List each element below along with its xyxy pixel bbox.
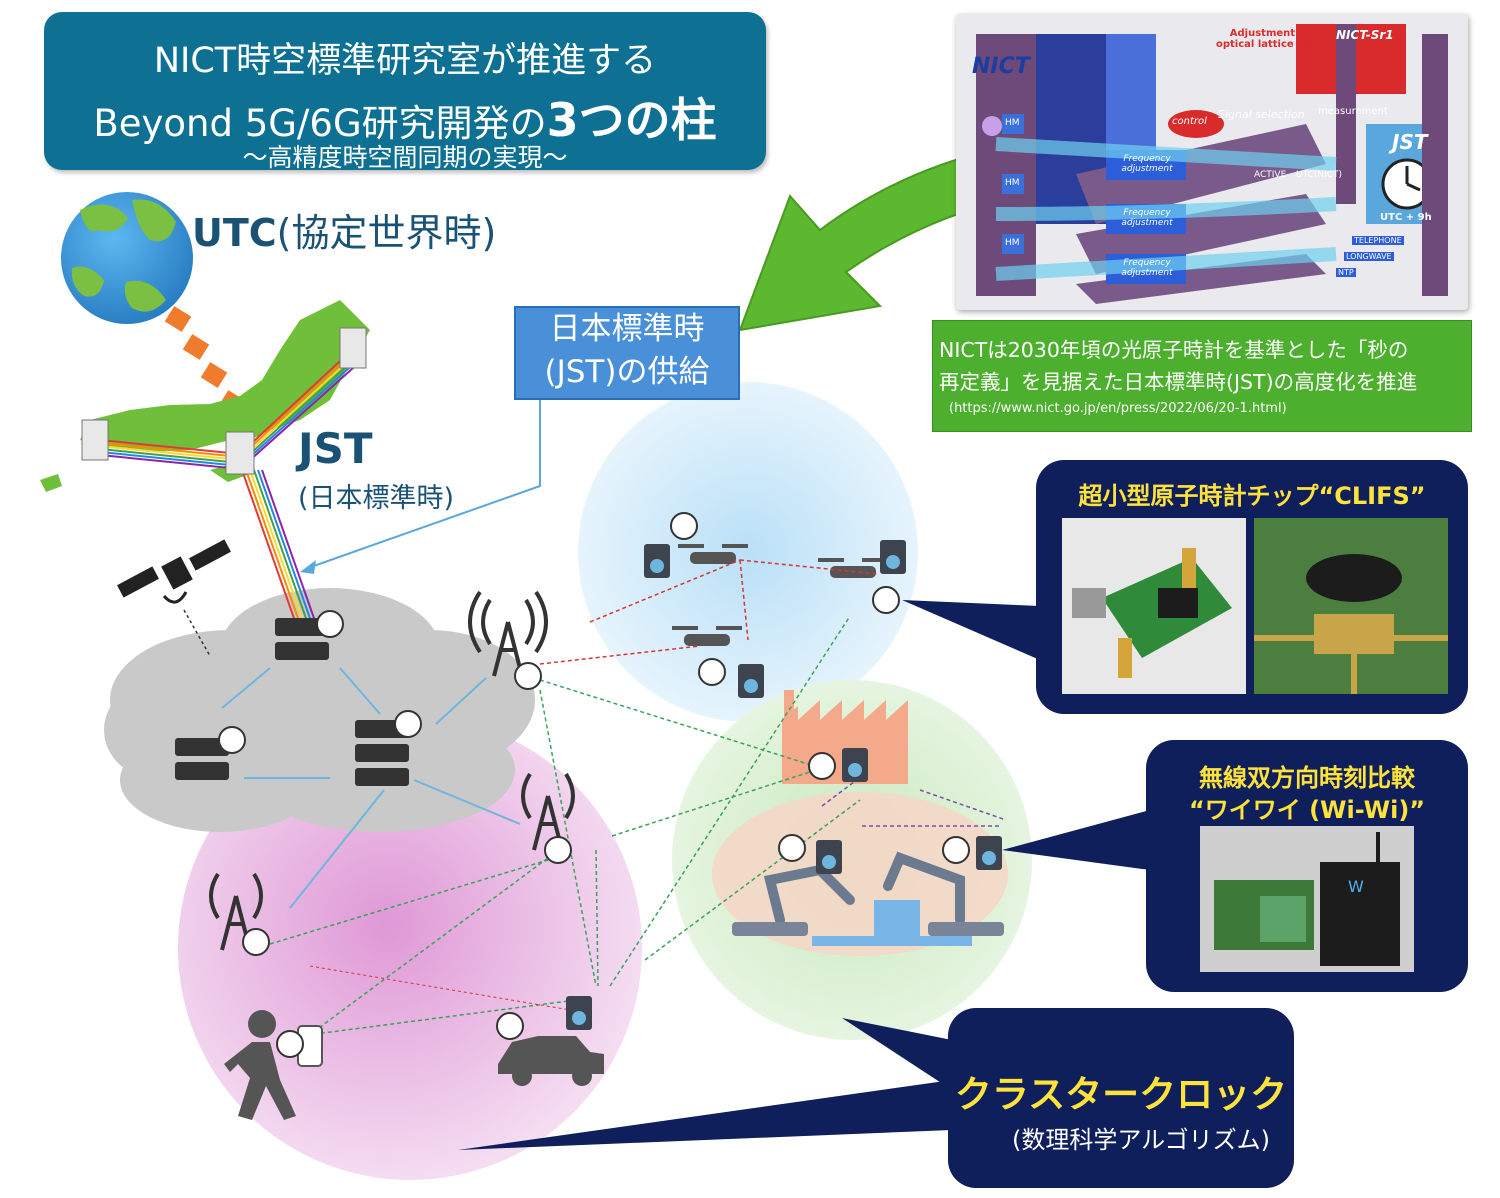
clifs-chip-photo — [1254, 518, 1448, 694]
green-arrow — [738, 146, 1008, 332]
jst-diagram-label: JST — [1392, 130, 1428, 154]
title-line2-prefix: Beyond 5G/6G研究開発の — [93, 102, 547, 145]
server-rack-icon — [175, 618, 409, 786]
srclock-label: NICT-Sr1 — [1336, 28, 1394, 42]
cluster-subtitle: (数理科学アルゴリズム) — [1011, 1126, 1270, 1154]
drone-icon — [672, 544, 888, 646]
jst-abbr: JST — [298, 424, 373, 473]
wiwi-title-line2: “ワイワイ (Wi-Wi)” — [1188, 796, 1426, 824]
cloud-links — [221, 667, 521, 909]
supply-line1: 日本標準時 — [549, 311, 705, 347]
utc-nict-label: UTC(NICT) — [1296, 170, 1343, 180]
cluster-callout-tail-2 — [842, 1018, 952, 1090]
svg-text:W: W — [1348, 877, 1364, 896]
factory-internal-links — [821, 781, 1007, 827]
service-longwave: LONGWAVE — [1344, 252, 1394, 261]
utc-abbr: UTC — [192, 211, 277, 255]
clock-offset-label: UTC + 9h — [1380, 212, 1432, 223]
drone-zone — [578, 382, 918, 722]
service-telephone: TELEPHONE — [1352, 236, 1404, 245]
wiwi-callout-tail — [1002, 810, 1150, 870]
clifs-board-photo — [1062, 518, 1246, 694]
signal-selection-label: Signal selection — [1218, 108, 1305, 121]
cluster-clock-callout: クラスタークロック (数理科学アルゴリズム) — [948, 1008, 1294, 1188]
freq-adj-1: Frequency adjustment — [1121, 154, 1173, 174]
wiwi-device-icon — [566, 540, 1002, 1030]
satellite-icon — [117, 539, 231, 604]
globe-icon — [61, 192, 193, 324]
clock-icon — [218, 512, 970, 1058]
jst-supply-box: 日本標準時 (JST)の供給 — [514, 306, 740, 400]
clifs-callout: 超小型原子時計チップ“CLIFS” — [1036, 460, 1468, 714]
title-line2: Beyond 5G/6G研究開発の3つの柱 — [44, 84, 766, 150]
measurement-label: measurement — [1318, 106, 1388, 117]
mobile-links — [309, 965, 571, 1011]
clifs-callout-tail — [902, 600, 1040, 660]
factory-floor — [712, 792, 1008, 956]
nict-logo: NICT — [972, 54, 1030, 79]
robot-arm-icon — [763, 851, 965, 925]
nict-caption-url: (https://www.nict.go.jp/en/press/2022/06… — [949, 401, 1287, 416]
car-icon — [498, 1036, 604, 1086]
title-line3: ～高精度時空間同期の実現～ — [242, 143, 568, 172]
wiwi-title-line1: 無線双方向時刻比較 — [1199, 764, 1415, 792]
cluster-title: クラスタークロック — [954, 1073, 1288, 1116]
active-label: ACTIVE — [1254, 170, 1287, 180]
freq-adj-2: Frequency adjustment — [1121, 208, 1173, 228]
title-line1: NICT時空標準研究室が推進する — [153, 41, 657, 81]
wiwi-device-photo: W — [1200, 826, 1414, 972]
factory-links — [269, 615, 861, 1037]
utc-name: (協定世界時) — [276, 211, 497, 255]
hm-label-2: HM — [1005, 178, 1020, 188]
utc-label: UTC(協定世界時) — [192, 202, 496, 257]
nict-system-diagram: NICT Adjustment by optical lattice clock… — [956, 14, 1468, 310]
service-ntp: NTP — [1336, 268, 1356, 277]
server-icon — [81, 327, 367, 475]
freq-adj-3: Frequency adjustment — [1121, 258, 1173, 278]
nict-caption-line2: 再定義」を見据えた日本標準時(JST)の高度化を推進 — [939, 370, 1418, 394]
nict-diagram-svg — [976, 24, 1448, 304]
title-emphasis: 3つの柱 — [546, 93, 717, 147]
nict-caption-box: NICTは2030年頃の光原子時計を基準とした「秒の 再定義」を見据えた日本標準… — [932, 320, 1472, 432]
lattice-label: Adjustment by optical lattice clock — [1216, 28, 1326, 50]
hm-label-1: HM — [1005, 118, 1020, 128]
clifs-title: 超小型原子時計チップ“CLIFS” — [1078, 482, 1426, 510]
supply-line2: (JST)の供給 — [544, 354, 710, 390]
drone-links — [539, 559, 879, 665]
nict-caption-line1: NICTは2030年頃の光原子時計を基準とした「秒の — [939, 338, 1409, 362]
control-label: control — [1172, 116, 1207, 127]
jst-name: (日本標準時) — [298, 483, 455, 514]
cluster-callout-tail — [458, 1080, 952, 1150]
wiwi-callout: 無線双方向時刻比較 “ワイワイ (Wi-Wi)” W — [1146, 740, 1468, 992]
person-icon — [224, 1010, 323, 1120]
title-banner: NICT時空標準研究室が推進する Beyond 5G/6G研究開発の3つの柱 ～… — [44, 12, 766, 172]
hm-label-3: HM — [1005, 238, 1020, 248]
